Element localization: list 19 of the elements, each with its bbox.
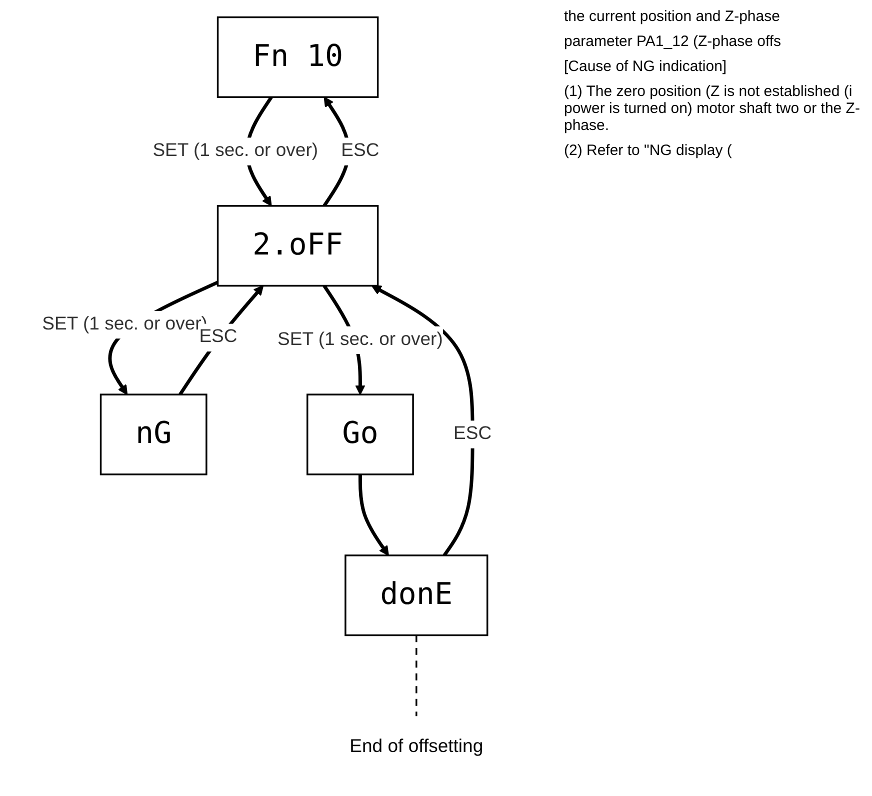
note-text: parameter PA1_12 (Z-phase offs: [564, 33, 782, 50]
note-text: [Cause of NG indication]: [564, 58, 728, 75]
node-box: 2.oFF: [216, 205, 379, 287]
node-box: Go: [306, 394, 414, 476]
note-text: (2) Refer to "NG display (: [564, 142, 733, 159]
node-box: nG: [100, 394, 208, 476]
arrow: [371, 285, 474, 556]
note-text: (1) The zero position (Z is not established (i power is turned on) motor shaft two or the Z-phase.: [564, 83, 861, 134]
arrow: [178, 285, 264, 396]
node-box: Fn 10: [216, 16, 379, 98]
node-box: donE: [344, 554, 488, 636]
connector: [416, 635, 418, 716]
edge-label: ESC: [454, 424, 492, 444]
edge-label: SET (1 sec. or over): [278, 330, 443, 350]
edge-label: SET (1 sec. or over): [152, 141, 318, 161]
arrow: [358, 474, 389, 556]
edge-label: ESC: [341, 141, 380, 161]
node-text: End of offsetting: [350, 737, 484, 757]
note-text: the current position and Z-phase: [564, 8, 781, 25]
